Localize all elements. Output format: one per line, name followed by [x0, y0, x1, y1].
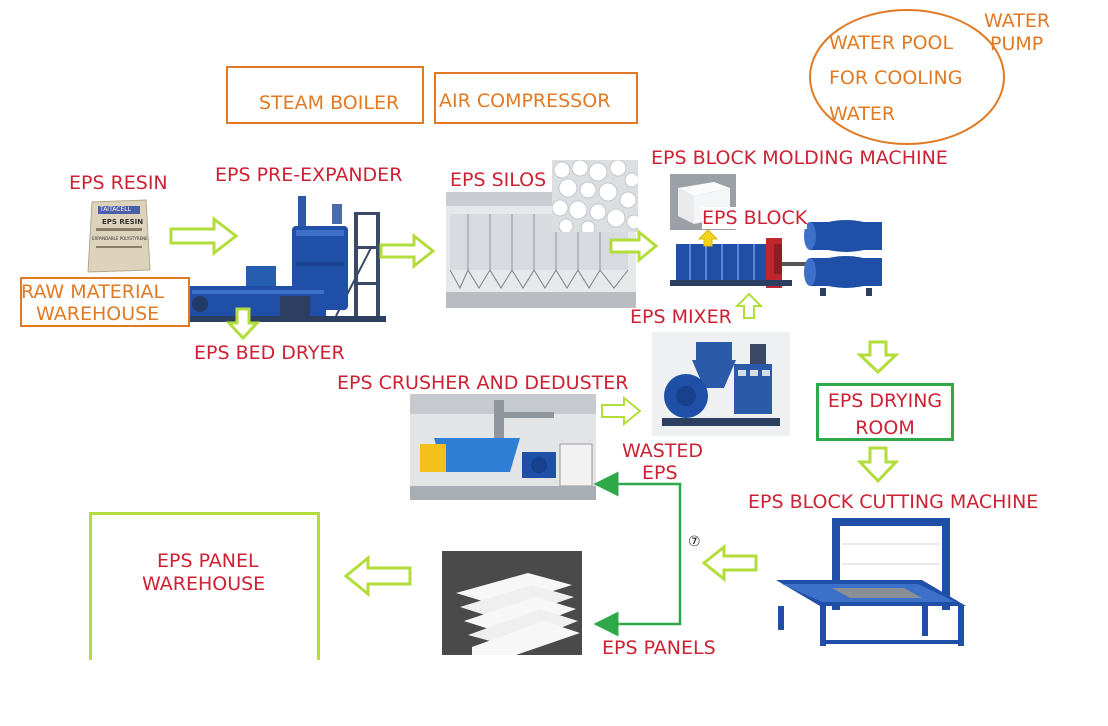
arrow-resin-to-pre-expander: [169, 215, 239, 257]
air-compressor-label: AIR COMPRESSOR: [439, 90, 611, 112]
eps-block-cutting-machine-image: [772, 514, 968, 650]
return-line-panels: [593, 600, 682, 637]
eps-block-label: EPS BLOCK: [702, 207, 808, 229]
raw-material-label-line2: WAREHOUSE: [36, 303, 160, 325]
eps-crusher-deduster-image: [410, 394, 596, 500]
eps-resin-bag-image: TAITACELL EPS RESIN EXPANDABLE POLYSTYRE…: [86, 196, 152, 274]
eps-block-cutting-machine-label: EPS BLOCK CUTTING MACHINE: [748, 491, 1039, 513]
eps-panels-image: [442, 551, 582, 655]
water-pool-label-line3: WATER: [829, 103, 896, 125]
eps-pre-expander-label: EPS PRE-EXPANDER: [215, 164, 403, 186]
raw-material-label-line1: RAW MATERIAL: [21, 281, 165, 303]
return-line-waste: [593, 471, 682, 600]
step-marker: ⑦: [688, 534, 701, 550]
water-pool-ellipse: [809, 9, 1005, 145]
arrow-pre-expander-to-silos: [379, 232, 436, 270]
eps-beads-image: [552, 160, 638, 232]
eps-panels-label: EPS PANELS: [602, 637, 716, 659]
eps-mixer-label: EPS MIXER: [630, 306, 732, 328]
arrow-molding-to-drying-room: [856, 340, 900, 375]
eps-block-molding-machine-image: [670, 214, 910, 300]
bag-brand-text: TAITACELL: [100, 206, 131, 213]
arrow-crusher-to-mixer: [601, 395, 642, 427]
air-compressor-box: [434, 72, 638, 124]
eps-silos-label: EPS SILOS: [450, 169, 547, 191]
eps-crusher-and-deduster-label: EPS CRUSHER AND DEDUSTER: [337, 372, 629, 394]
arrow-pre-expander-to-bed-dryer: [225, 307, 261, 341]
eps-pre-expander-image: [186, 186, 388, 332]
water-pump-label-line2: PUMP: [990, 33, 1044, 55]
eps-bed-dryer-label: EPS BED DRYER: [194, 342, 345, 364]
wasted-eps-label-line1: WASTED: [622, 440, 704, 462]
arrow-silos-to-molding: [609, 228, 659, 264]
steam-boiler-box: [226, 66, 424, 124]
arrow-mixer-to-molding: [734, 292, 764, 319]
water-pump-label-line1: WATER: [984, 10, 1051, 32]
eps-drying-room-label-line1: EPS DRYING: [827, 390, 943, 412]
eps-drying-room-label-line2: ROOM: [855, 417, 915, 439]
eps-block-molding-machine-label: EPS BLOCK MOLDING MACHINE: [651, 147, 948, 169]
wasted-eps-label-line2: EPS: [642, 462, 678, 484]
steam-boiler-label: STEAM BOILER: [259, 92, 400, 114]
bag-line-text: EXPANDABLE POLYSTYRENE: [92, 236, 148, 241]
water-pool-label-line1: WATER POOL: [829, 32, 954, 54]
eps-resin-label: EPS RESIN: [69, 172, 168, 194]
arrow-drying-room-to-cutting: [856, 446, 900, 484]
raw-material-warehouse-box: [20, 277, 190, 327]
arrow-panels-to-warehouse: [343, 554, 412, 598]
water-pool-label-line2: FOR COOLING: [829, 67, 963, 89]
eps-mixer-image: [652, 332, 790, 436]
arrow-cutting-to-panels: [701, 543, 758, 583]
eps-drying-room-box: [816, 383, 954, 441]
eps-panel-warehouse-label-line1: EPS PANEL: [157, 550, 259, 572]
arrow-block-ejection: [697, 229, 719, 247]
eps-panel-warehouse-label-line2: WAREHOUSE: [142, 573, 266, 595]
eps-panel-warehouse-box: [89, 512, 320, 660]
bag-product-text: EPS RESIN: [102, 218, 144, 226]
